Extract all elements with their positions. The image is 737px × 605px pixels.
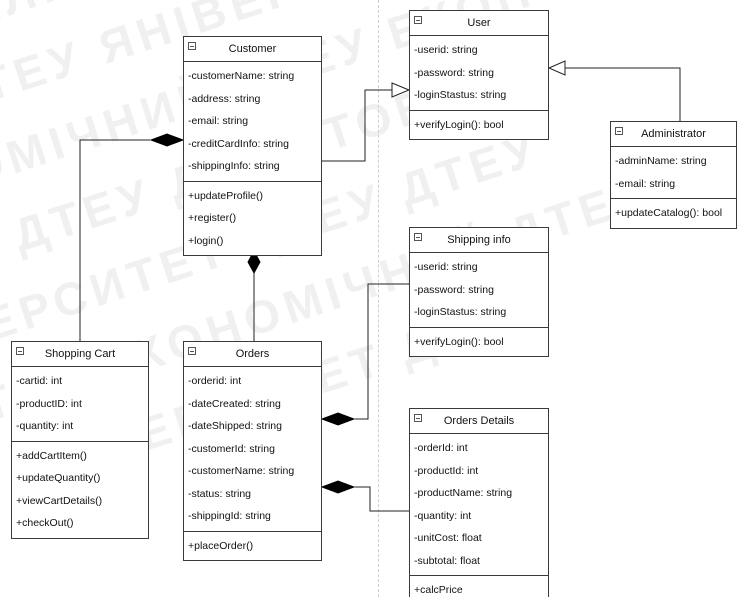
class-name: User <box>467 17 491 29</box>
class-attribute: -orderid: int <box>188 375 242 387</box>
class-attribute: -shippingId: string <box>188 510 271 522</box>
generalization-arrowhead <box>391 82 411 98</box>
class-attribute: -userid: string <box>414 261 478 273</box>
class-name: Customer <box>228 43 277 55</box>
generalization-arrowhead <box>547 60 566 76</box>
class-operation: +verifyLogin(): bool <box>414 118 504 131</box>
composition-orders-details <box>355 486 409 512</box>
class-name: Orders <box>235 348 270 360</box>
composition-diamond <box>320 412 356 426</box>
class-attribute: -cartid: int <box>16 375 63 387</box>
class-attribute: -orderId: int <box>414 442 468 454</box>
class-administrator[interactable]: Administrator -adminName: string -email:… <box>610 121 737 229</box>
class-attribute: -address: string <box>188 92 261 105</box>
class-attribute: -shippingInfo: string <box>188 160 280 172</box>
collapse-icon[interactable] <box>414 16 422 24</box>
class-attribute: -productId: int <box>414 464 479 477</box>
generalization-admin-user <box>565 67 681 121</box>
collapse-icon[interactable] <box>16 347 24 355</box>
class-attribute: -userid: string <box>414 44 478 56</box>
class-attribute: -email: string <box>188 115 249 127</box>
class-operation: +register() <box>188 212 237 224</box>
class-operation: +updateQuantity() <box>16 472 101 484</box>
class-user[interactable]: User -userid: string -password: string -… <box>409 10 549 140</box>
class-attribute: -dateShipped: string <box>188 420 282 432</box>
class-shipping-info[interactable]: Shipping info -userid: string -password:… <box>409 227 549 357</box>
class-name: Orders Details <box>443 415 515 427</box>
class-attribute: -customerId: string <box>188 442 275 455</box>
class-attribute: -unitCost: float <box>414 532 482 544</box>
class-customer[interactable]: Customer -customerName: string -address:… <box>183 36 322 256</box>
composition-orders-shipping <box>355 283 409 420</box>
class-shopping-cart[interactable]: Shopping Cart -cartid: int -productID: i… <box>11 341 149 539</box>
collapse-icon[interactable] <box>188 347 196 355</box>
class-attribute: -productID: int <box>16 397 82 410</box>
class-operation: +calcPrice <box>414 584 463 596</box>
class-attribute: -subtotal: float <box>414 554 480 567</box>
class-operation: +viewCartDetails() <box>16 494 103 507</box>
class-attribute: -adminName: string <box>615 155 707 167</box>
class-orders-details[interactable]: Orders Details -orderId: int -productId:… <box>409 408 549 597</box>
class-attribute: -loginStastus: string <box>414 306 507 318</box>
composition-diamond <box>247 249 261 275</box>
class-attribute: -quantity: int <box>414 509 472 522</box>
class-operation: +login() <box>188 234 224 247</box>
composition-diamond <box>149 133 185 147</box>
collapse-icon[interactable] <box>414 233 422 241</box>
class-operation: +checkOut() <box>16 517 74 529</box>
class-operation: +updateCatalog(): bool <box>615 207 723 219</box>
class-attribute: -password: string <box>414 66 494 79</box>
class-name: Shopping Cart <box>44 348 116 360</box>
class-attribute: -email: string <box>615 177 676 190</box>
class-orders[interactable]: Orders -orderid: int -dateCreated: strin… <box>183 341 322 561</box>
generalization-customer-user <box>321 89 392 162</box>
class-name: Administrator <box>641 128 706 140</box>
class-attribute: -creditCardInfo: string <box>188 137 289 150</box>
class-attribute: -status: string <box>188 487 252 500</box>
class-name: Shipping info <box>447 234 511 246</box>
divider-line <box>378 0 379 597</box>
class-attribute: -customerName: string <box>188 465 295 477</box>
class-operation: +updateProfile() <box>188 189 264 202</box>
class-operation: +verifyLogin(): bool <box>414 335 504 348</box>
class-attribute: -dateCreated: string <box>188 397 281 410</box>
class-attribute: -customerName: string <box>188 70 295 82</box>
collapse-icon[interactable] <box>615 127 623 135</box>
class-operation: +placeOrder() <box>188 539 254 552</box>
collapse-icon[interactable] <box>188 42 196 50</box>
class-operation: +addCartItem() <box>16 449 87 462</box>
collapse-icon[interactable] <box>414 414 422 422</box>
class-attribute: -password: string <box>414 283 494 296</box>
composition-customer-cart <box>79 139 150 341</box>
composition-diamond <box>320 480 356 494</box>
class-attribute: -productName: string <box>414 487 513 499</box>
class-attribute: -loginStastus: string <box>414 89 507 101</box>
class-attribute: -quantity: int <box>16 420 74 432</box>
